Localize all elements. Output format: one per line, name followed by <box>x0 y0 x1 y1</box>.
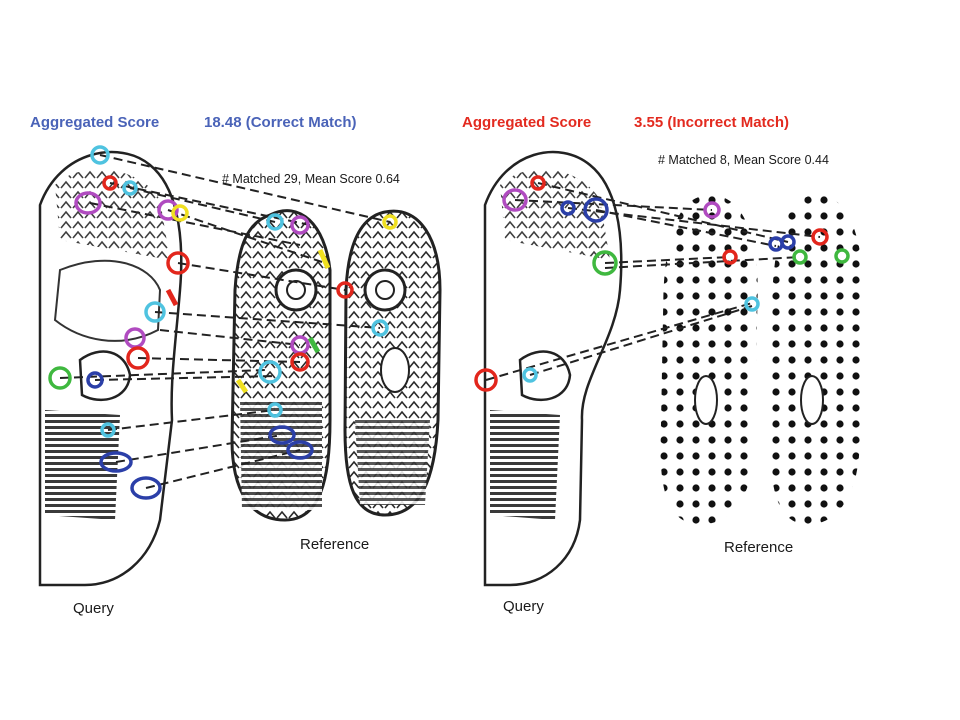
left-match-stats: # Matched 29, Mean Score 0.64 <box>222 172 400 186</box>
right-match-stats: # Matched 8, Mean Score 0.44 <box>658 153 829 167</box>
left-match-lines <box>59 154 391 489</box>
right-score-label: Aggregated Score <box>462 114 592 131</box>
left-query-shoeprint <box>38 150 183 587</box>
right-score-value: 3.55 (Incorrect Match) <box>634 114 790 131</box>
right-keypoints <box>474 175 850 392</box>
right-query-shoeprint <box>483 150 623 587</box>
left-keypoints <box>48 145 398 500</box>
left-reference-sole-a <box>230 209 332 522</box>
right-reference-caption: Reference <box>724 539 794 556</box>
left-reference-sole-b <box>343 209 442 517</box>
left-score-label: Aggregated Score <box>30 114 160 131</box>
left-score-value: 18.48 (Correct Match) <box>204 114 357 131</box>
left-query-caption: Query <box>73 600 114 617</box>
right-reference-sole-a <box>659 194 759 526</box>
right-query-caption: Query <box>503 598 544 615</box>
right-match-lines <box>485 182 821 381</box>
left-reference-caption: Reference <box>300 536 370 553</box>
